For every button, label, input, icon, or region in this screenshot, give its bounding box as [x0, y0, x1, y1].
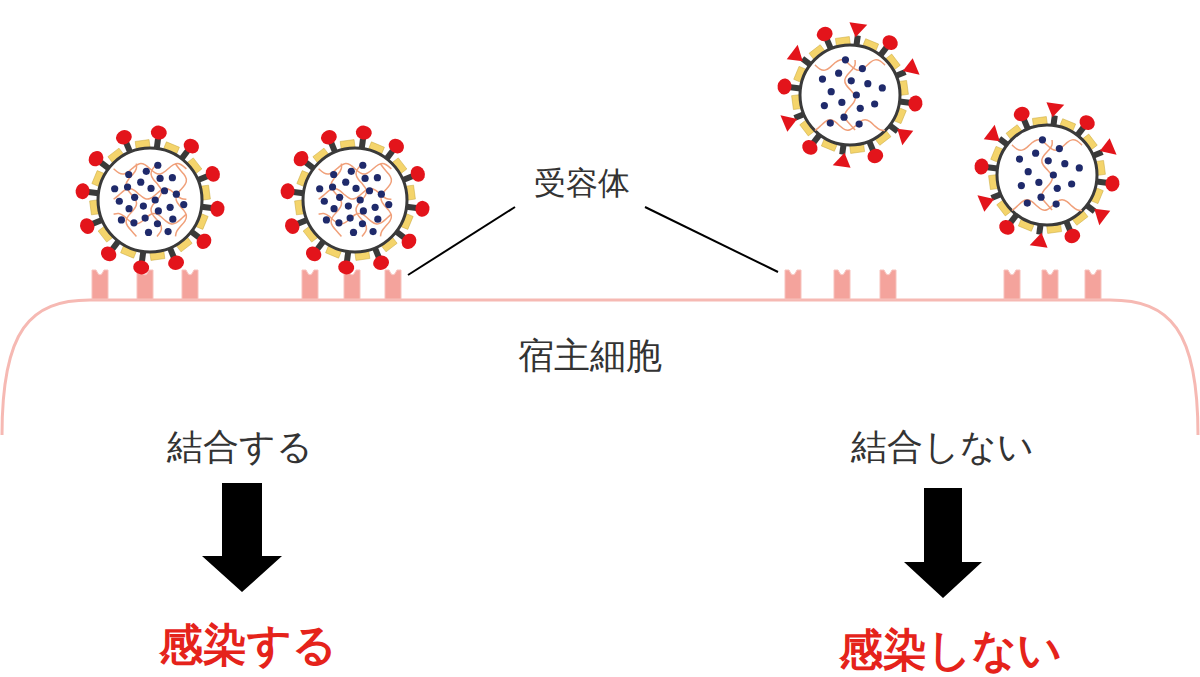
receptor: [834, 270, 850, 299]
result-label: 感染しない: [839, 624, 1062, 677]
down-arrow: [202, 483, 282, 592]
step-label: 結合する: [167, 425, 313, 468]
part-label: 宿主細胞: [518, 334, 662, 377]
down-arrow: [904, 488, 982, 598]
receptor: [1042, 270, 1058, 299]
step-label: 結合しない: [851, 425, 1034, 468]
host-cell: [2, 300, 1198, 435]
receptor: [182, 270, 198, 299]
leader-line: [408, 207, 515, 275]
receptor: [137, 270, 153, 299]
virus: [777, 22, 924, 167]
leader-line: [645, 207, 778, 272]
part-label: 受容体: [534, 164, 630, 202]
virus: [280, 125, 431, 276]
virus: [974, 102, 1121, 247]
receptors: [92, 270, 1101, 299]
receptor: [92, 270, 108, 299]
receptor: [1085, 270, 1101, 299]
receptor: [302, 270, 318, 299]
viruses: [75, 22, 1121, 275]
receptor: [785, 270, 801, 299]
virus: [75, 125, 226, 276]
receptor: [1004, 270, 1020, 299]
receptor: [385, 270, 401, 299]
result-label: 感染する: [159, 619, 337, 672]
receptor: [880, 270, 896, 299]
